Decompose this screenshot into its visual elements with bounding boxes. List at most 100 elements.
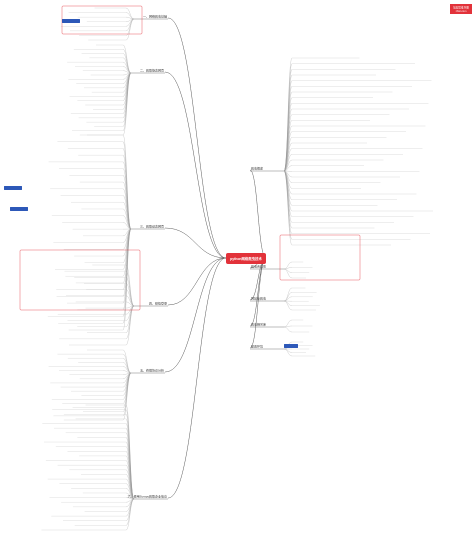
- leaf-link: [122, 66, 132, 74]
- leaf-link: [125, 492, 135, 500]
- badge-box: [450, 4, 472, 14]
- leaf-link: [125, 455, 135, 500]
- leaf-link: [283, 170, 293, 234]
- leaf-link: [283, 325, 293, 328]
- leaf-link: [283, 300, 293, 311]
- branch-label[interactable]: 爬虫相关库: [251, 321, 266, 326]
- leaf-link: [283, 137, 293, 172]
- branch-label[interactable]: 二、爬取静态网页: [140, 67, 164, 72]
- leaf-link: [283, 287, 293, 302]
- leaf-link: [125, 12, 135, 20]
- leaf-link: [122, 175, 132, 230]
- leaf-link: [125, 264, 135, 307]
- leaf-link: [122, 202, 132, 230]
- leaf-link: [125, 460, 135, 500]
- branch-label[interactable]: 三、爬取动态网页: [140, 223, 164, 228]
- leaf-link: [283, 261, 293, 270]
- branch-link: [167, 257, 227, 499]
- leaf-link: [283, 348, 293, 357]
- watermark-badge: 知犀思维导图 zhixi.com: [450, 4, 472, 14]
- leaf-link: [283, 326, 293, 333]
- leaf-link: [125, 7, 135, 20]
- leaf-link: [122, 155, 132, 230]
- leaf-link: [283, 125, 293, 172]
- leaf-link: [283, 170, 293, 229]
- leaf-link: [122, 53, 132, 74]
- blue-tag: [10, 207, 28, 211]
- badge-line2: zhixi.com: [456, 9, 467, 13]
- leaf-link: [125, 423, 135, 500]
- leaf-link: [122, 228, 132, 310]
- leaf-link: [125, 498, 135, 521]
- leaf-link: [283, 154, 293, 172]
- leaf-link: [283, 120, 293, 172]
- mind-map-leaf-lines: [41, 7, 433, 531]
- leaf-link: [122, 362, 132, 374]
- leaf-link: [283, 292, 293, 302]
- leaf-link: [125, 18, 135, 41]
- branch-label[interactable]: 四、模拟登录: [149, 300, 167, 305]
- leaf-link: [122, 222, 132, 230]
- leaf-link: [125, 446, 135, 500]
- blue-tag: [62, 19, 80, 23]
- branch-label[interactable]: 配置环境: [251, 343, 263, 348]
- leaf-link: [122, 349, 132, 374]
- leaf-link: [125, 283, 135, 307]
- leaf-link: [122, 372, 132, 421]
- leaf-link: [122, 44, 132, 74]
- leaf-link: [283, 267, 293, 270]
- branch-link: [164, 257, 227, 373]
- leaf-link: [122, 215, 132, 230]
- leaf-link: [283, 148, 293, 172]
- leaf-link: [125, 289, 135, 307]
- leaf-link: [125, 277, 135, 307]
- leaf-link: [125, 305, 135, 346]
- leaf-link: [122, 228, 132, 297]
- leaf-link: [122, 148, 132, 230]
- branch-label[interactable]: 六、使用Scrapy爬取企业信息: [128, 493, 167, 498]
- leaf-link: [125, 271, 135, 307]
- leaf-link: [122, 208, 132, 230]
- leaf-link: [122, 181, 132, 230]
- branch-label[interactable]: 爬虫合法性: [251, 263, 266, 268]
- leaf-link: [122, 366, 132, 374]
- branch-label[interactable]: 网站反爬虫: [251, 295, 266, 300]
- leaf-link: [125, 465, 135, 500]
- center-node-label: python网络爬虫技术: [230, 256, 262, 261]
- center-node[interactable]: python网络爬虫技术: [226, 253, 266, 264]
- leaf-link: [283, 348, 293, 353]
- leaf-link: [125, 498, 135, 531]
- leaf-link: [122, 57, 132, 74]
- branch-link: [167, 257, 227, 306]
- leaf-link: [283, 131, 293, 172]
- branch-link: [167, 17, 227, 259]
- leaf-link: [122, 358, 132, 374]
- leaf-link: [125, 428, 135, 500]
- highlight-frame: [19, 249, 141, 311]
- blue-tag: [284, 344, 298, 348]
- leaf-link: [283, 300, 293, 306]
- leaf-link: [283, 170, 293, 240]
- leaf-link: [122, 49, 132, 74]
- leaf-link: [125, 474, 135, 500]
- leaf-link: [122, 195, 132, 230]
- leaf-link: [283, 296, 293, 302]
- leaf-link: [122, 72, 132, 127]
- leaf-link: [283, 159, 293, 172]
- leaf-link: [122, 353, 132, 374]
- leaf-link: [125, 305, 135, 327]
- leaf-link: [122, 228, 132, 290]
- leaf-link: [125, 301, 135, 307]
- branch-label[interactable]: 一、网络爬虫基础: [143, 13, 167, 18]
- leaf-link: [283, 165, 293, 172]
- leaf-link: [122, 62, 132, 74]
- branch-link: [164, 227, 227, 259]
- branch-label[interactable]: 爬虫概述: [251, 165, 263, 170]
- leaf-link: [125, 469, 135, 500]
- leaf-link: [283, 319, 293, 328]
- branch-link: [164, 71, 227, 259]
- leaf-link: [283, 142, 293, 172]
- highlight-frame: [279, 234, 361, 281]
- branch-label[interactable]: 五、终端协议分析: [140, 367, 164, 372]
